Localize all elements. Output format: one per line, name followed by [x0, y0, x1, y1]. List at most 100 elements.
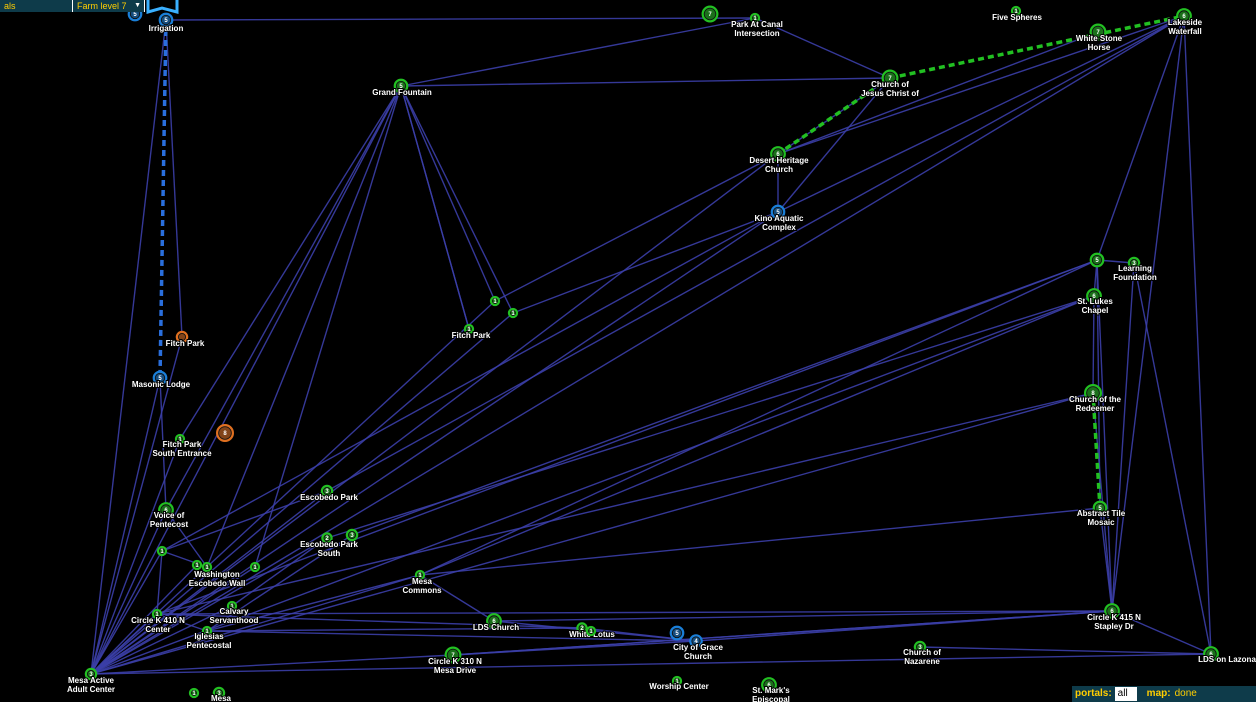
portal-marker[interactable]: Fitch Park [165, 330, 206, 349]
portal-name: Grand Fountain [372, 88, 432, 97]
portal-level: 6 [1209, 652, 1213, 658]
portal-marker[interactable]: 1 [249, 561, 261, 573]
portals-filter-label: als [4, 1, 16, 11]
portal-fill [204, 628, 210, 634]
portal-link [156, 613, 583, 629]
bookmark-shape [146, 0, 179, 14]
portal-link [777, 77, 891, 213]
portal-link [206, 627, 583, 632]
portals-filter-tab[interactable]: als [0, 0, 73, 12]
portal-marker[interactable]: 1 [585, 625, 597, 637]
portal-marker[interactable]: 1 [191, 559, 203, 571]
portal-level: 3 [325, 489, 329, 495]
portal-name: Fitch Park [166, 339, 205, 348]
portal-marker[interactable]: 1 [188, 687, 200, 699]
portal-level: 5 [133, 12, 137, 18]
portal-name: Mesa [211, 694, 232, 702]
portal-link [493, 610, 1113, 622]
portal-marker[interactable]: 1 [156, 545, 168, 557]
chevron-down-icon: ▼ [134, 2, 141, 9]
top-toolbar: als Farm level 7▼ [0, 0, 145, 12]
portal-link [400, 17, 756, 87]
portal-link [777, 31, 1099, 155]
portal-link [494, 153, 779, 302]
portal-marker[interactable]: 1 [507, 307, 519, 319]
portal-level: 2 [325, 536, 329, 542]
portal-level: 5 [1095, 258, 1099, 264]
portal-link [206, 85, 402, 568]
portal-link [90, 392, 1094, 675]
portal-link [400, 85, 470, 330]
portal-level: 1 [230, 604, 234, 610]
farm-level-dropdown[interactable]: Farm level 7▼ [73, 0, 145, 12]
portal-link [179, 85, 402, 440]
portal-marker[interactable]: 5 [669, 625, 685, 641]
portals-status-value[interactable]: all [1114, 687, 1137, 701]
bookmark-icon[interactable] [146, 0, 179, 14]
highlighted-link [777, 76, 891, 156]
portal-link [419, 259, 1098, 576]
portal-fill [672, 628, 682, 638]
portal-marker[interactable]: 3 [345, 528, 359, 542]
portal-link [400, 85, 514, 314]
portal-fill [219, 427, 231, 439]
portal-marker[interactable]: 1 [489, 295, 501, 307]
portal-link [156, 613, 208, 632]
portal-marker[interactable]: 8 [216, 424, 235, 443]
portal-link [156, 550, 163, 615]
portal-name: Worship Center [649, 682, 708, 691]
portal-link [90, 550, 163, 675]
portal-link [419, 295, 1095, 576]
portal-level: 6 [776, 152, 780, 158]
portal-level: 1 [178, 437, 182, 443]
portal-level: 3 [918, 645, 922, 651]
portal-level: 2 [580, 626, 584, 632]
portal-link [90, 19, 167, 675]
portal-marker[interactable]: 7 [701, 5, 719, 23]
portal-fill [1087, 387, 1099, 399]
portal-marker[interactable]: 5 [1089, 252, 1105, 268]
